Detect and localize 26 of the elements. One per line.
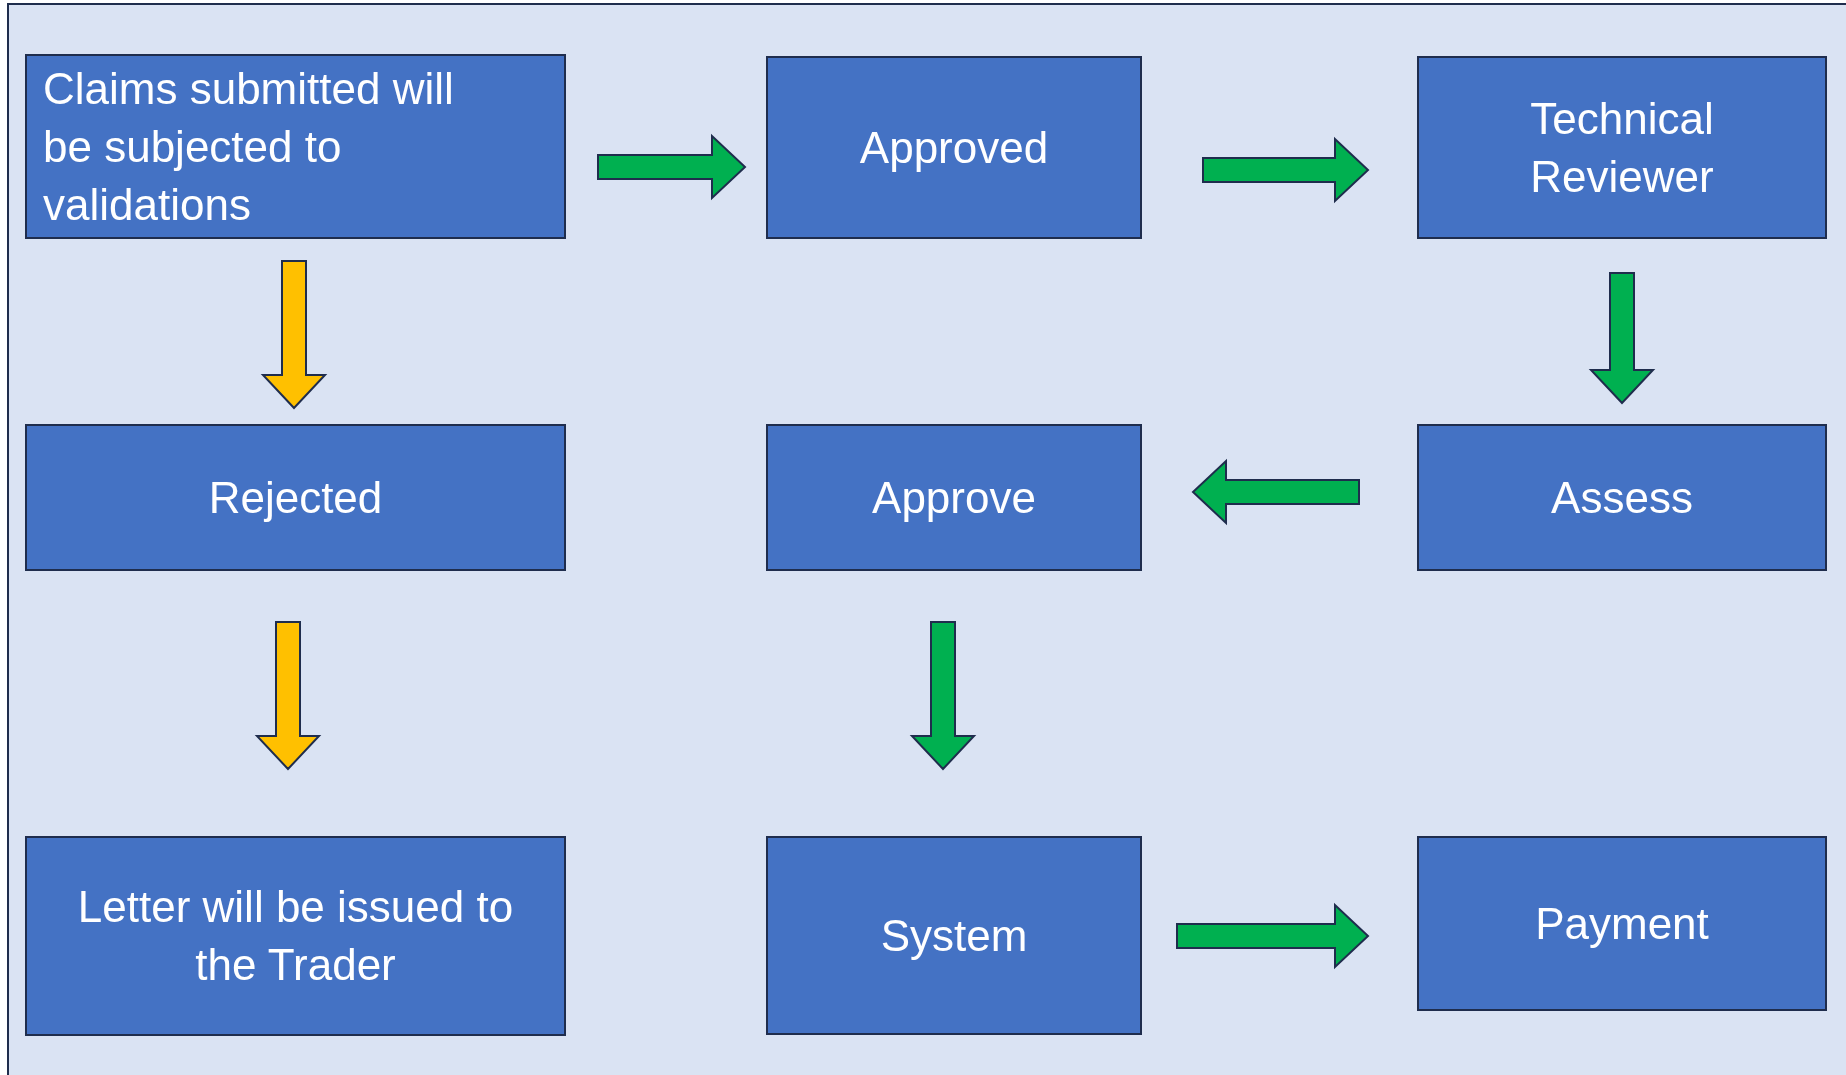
box-label: Payment <box>1535 897 1709 950</box>
process-box <box>1417 56 1827 239</box>
process-box <box>766 56 1142 239</box>
block-arrow <box>1191 458 1360 526</box>
block-arrow <box>260 260 328 410</box>
box-label: System <box>880 909 1028 962</box>
box-label: Letter will be issued to the Trader <box>76 881 515 991</box>
process-box <box>1417 424 1827 571</box>
block-arrow <box>1588 272 1656 405</box>
box-label: Approved <box>859 121 1049 174</box>
box-label: Technical Reviewer <box>1529 92 1715 203</box>
process-box <box>1417 836 1827 1011</box>
box-label: Assess <box>1551 471 1693 524</box>
box-label: Approve <box>872 471 1036 524</box>
block-arrow <box>909 621 977 771</box>
block-arrow <box>1202 136 1370 204</box>
block-arrow <box>254 621 322 771</box>
block-arrow <box>1176 902 1370 970</box>
process-box <box>766 836 1142 1035</box>
process-box <box>25 836 566 1036</box>
process-box <box>25 54 566 239</box>
process-box <box>766 424 1142 571</box>
process-box <box>25 424 566 571</box>
box-label: Claims submitted will be subjected to validations <box>43 62 455 231</box>
block-arrow <box>597 133 747 201</box>
box-label: Rejected <box>208 471 383 524</box>
